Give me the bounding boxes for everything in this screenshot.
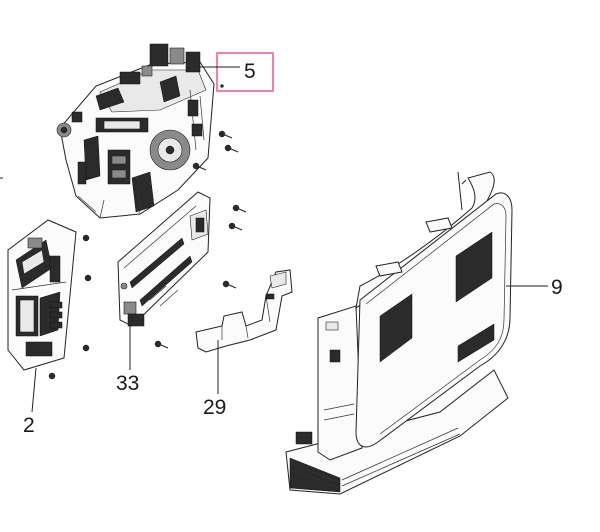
callout-5-label: 5 (244, 60, 256, 83)
callout-33[interactable]: 33 (116, 326, 139, 395)
vent-grille-front (379, 293, 413, 363)
callout-2[interactable]: 2 (23, 367, 37, 437)
callout-5-highlight-box (215, 51, 275, 93)
part-5-mechanism-assembly (56, 43, 215, 219)
part-33-control-board (117, 191, 211, 327)
callout-5[interactable]: 5 (200, 51, 275, 93)
callout-33-label: 33 (116, 372, 139, 395)
callout-2-label: 2 (23, 414, 35, 437)
callout-9-label: 9 (551, 276, 563, 299)
screws-part-2 (0, 177, 92, 380)
callout-9[interactable]: 9 (506, 276, 563, 299)
screws-part-5 (192, 130, 247, 231)
callout-29-label: 29 (203, 396, 226, 419)
vent-grille-lower (457, 323, 495, 363)
callout-29[interactable]: 29 (203, 340, 226, 419)
part-9-rear-cover (285, 171, 513, 495)
screws-part-33 (154, 280, 237, 349)
part-2-power-board (7, 219, 77, 371)
vent-grille-upper (455, 231, 493, 303)
part-29-bracket (195, 269, 293, 353)
